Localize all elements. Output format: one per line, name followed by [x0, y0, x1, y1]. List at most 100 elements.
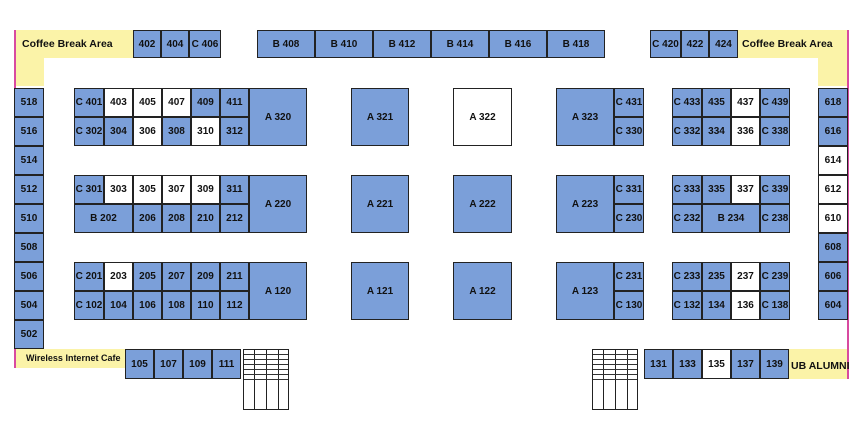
booth-c339[interactable]: C 339: [760, 175, 790, 204]
booth-422[interactable]: 422: [681, 30, 709, 58]
booth-610[interactable]: 610: [818, 204, 848, 233]
booth-306[interactable]: 306: [133, 117, 162, 146]
booth-109[interactable]: 109: [183, 349, 212, 379]
booth-310[interactable]: 310: [191, 117, 220, 146]
booth-131[interactable]: 131: [644, 349, 673, 379]
booth-c333[interactable]: C 333: [672, 175, 702, 204]
booth-209[interactable]: 209: [191, 262, 220, 291]
booth-304[interactable]: 304: [104, 117, 133, 146]
booth-502[interactable]: 502: [14, 320, 44, 349]
booth-514[interactable]: 514: [14, 146, 44, 175]
booth-108[interactable]: 108: [162, 291, 191, 320]
booth-211[interactable]: 211: [220, 262, 249, 291]
booth-c433[interactable]: C 433: [672, 88, 702, 117]
booth-a221[interactable]: A 221: [351, 175, 409, 233]
booth-b410[interactable]: B 410: [315, 30, 373, 58]
booth-437[interactable]: 437: [731, 88, 760, 117]
booth-139[interactable]: 139: [760, 349, 789, 379]
booth-c330[interactable]: C 330: [614, 117, 644, 146]
booth-a121[interactable]: A 121: [351, 262, 409, 320]
booth-212[interactable]: 212: [220, 204, 249, 233]
booth-203[interactable]: 203: [104, 262, 133, 291]
booth-a322[interactable]: A 322: [453, 88, 512, 146]
booth-608[interactable]: 608: [818, 233, 848, 262]
booth-c138[interactable]: C 138: [760, 291, 790, 320]
booth-208[interactable]: 208: [162, 204, 191, 233]
booth-616[interactable]: 616: [818, 117, 848, 146]
booth-c338[interactable]: C 338: [760, 117, 790, 146]
booth-518[interactable]: 518: [14, 88, 44, 117]
booth-a120[interactable]: A 120: [249, 262, 307, 320]
booth-b414[interactable]: B 414: [431, 30, 489, 58]
booth-b418[interactable]: B 418: [547, 30, 605, 58]
booth-c239[interactable]: C 239: [760, 262, 790, 291]
booth-b408[interactable]: B 408: [257, 30, 315, 58]
booth-404[interactable]: 404: [161, 30, 189, 58]
booth-606[interactable]: 606: [818, 262, 848, 291]
booth-614[interactable]: 614: [818, 146, 848, 175]
booth-b412[interactable]: B 412: [373, 30, 431, 58]
booth-312[interactable]: 312: [220, 117, 249, 146]
booth-c431[interactable]: C 431: [614, 88, 644, 117]
booth-307[interactable]: 307: [162, 175, 191, 204]
booth-134[interactable]: 134: [702, 291, 731, 320]
booth-c401[interactable]: C 401: [74, 88, 104, 117]
booth-c301[interactable]: C 301: [74, 175, 104, 204]
booth-335[interactable]: 335: [702, 175, 731, 204]
booth-210[interactable]: 210: [191, 204, 220, 233]
booth-336[interactable]: 336: [731, 117, 760, 146]
booth-309[interactable]: 309: [191, 175, 220, 204]
booth-a122[interactable]: A 122: [453, 262, 512, 320]
booth-c332[interactable]: C 332: [672, 117, 702, 146]
booth-a321[interactable]: A 321: [351, 88, 409, 146]
booth-c201[interactable]: C 201: [74, 262, 104, 291]
booth-c302[interactable]: C 302: [74, 117, 104, 146]
booth-516[interactable]: 516: [14, 117, 44, 146]
booth-c130[interactable]: C 130: [614, 291, 644, 320]
booth-c238[interactable]: C 238: [760, 204, 790, 233]
booth-206[interactable]: 206: [133, 204, 162, 233]
booth-512[interactable]: 512: [14, 175, 44, 204]
booth-c420[interactable]: C 420: [650, 30, 681, 58]
booth-424[interactable]: 424: [709, 30, 738, 58]
booth-405[interactable]: 405: [133, 88, 162, 117]
booth-c406[interactable]: C 406: [189, 30, 221, 58]
booth-b202[interactable]: B 202: [74, 204, 133, 233]
booth-137[interactable]: 137: [731, 349, 760, 379]
booth-c231[interactable]: C 231: [614, 262, 644, 291]
booth-a323[interactable]: A 323: [556, 88, 614, 146]
booth-237[interactable]: 237: [731, 262, 760, 291]
booth-135[interactable]: 135: [702, 349, 731, 379]
booth-c331[interactable]: C 331: [614, 175, 644, 204]
booth-504[interactable]: 504: [14, 291, 44, 320]
booth-618[interactable]: 618: [818, 88, 848, 117]
booth-435[interactable]: 435: [702, 88, 731, 117]
booth-407[interactable]: 407: [162, 88, 191, 117]
booth-c102[interactable]: C 102: [74, 291, 104, 320]
booth-a320[interactable]: A 320: [249, 88, 307, 146]
booth-c230[interactable]: C 230: [614, 204, 644, 233]
booth-b416[interactable]: B 416: [489, 30, 547, 58]
booth-106[interactable]: 106: [133, 291, 162, 320]
booth-a220[interactable]: A 220: [249, 175, 307, 233]
booth-a222[interactable]: A 222: [453, 175, 512, 233]
booth-403[interactable]: 403: [104, 88, 133, 117]
booth-112[interactable]: 112: [220, 291, 249, 320]
booth-133[interactable]: 133: [673, 349, 702, 379]
booth-136[interactable]: 136: [731, 291, 760, 320]
booth-a123[interactable]: A 123: [556, 262, 614, 320]
booth-104[interactable]: 104: [104, 291, 133, 320]
booth-411[interactable]: 411: [220, 88, 249, 117]
booth-105[interactable]: 105: [125, 349, 154, 379]
booth-c132[interactable]: C 132: [672, 291, 702, 320]
booth-303[interactable]: 303: [104, 175, 133, 204]
booth-107[interactable]: 107: [154, 349, 183, 379]
booth-c233[interactable]: C 233: [672, 262, 702, 291]
booth-334[interactable]: 334: [702, 117, 731, 146]
booth-604[interactable]: 604: [818, 291, 848, 320]
booth-506[interactable]: 506: [14, 262, 44, 291]
booth-402[interactable]: 402: [133, 30, 161, 58]
booth-337[interactable]: 337: [731, 175, 760, 204]
booth-a223[interactable]: A 223: [556, 175, 614, 233]
booth-c439[interactable]: C 439: [760, 88, 790, 117]
